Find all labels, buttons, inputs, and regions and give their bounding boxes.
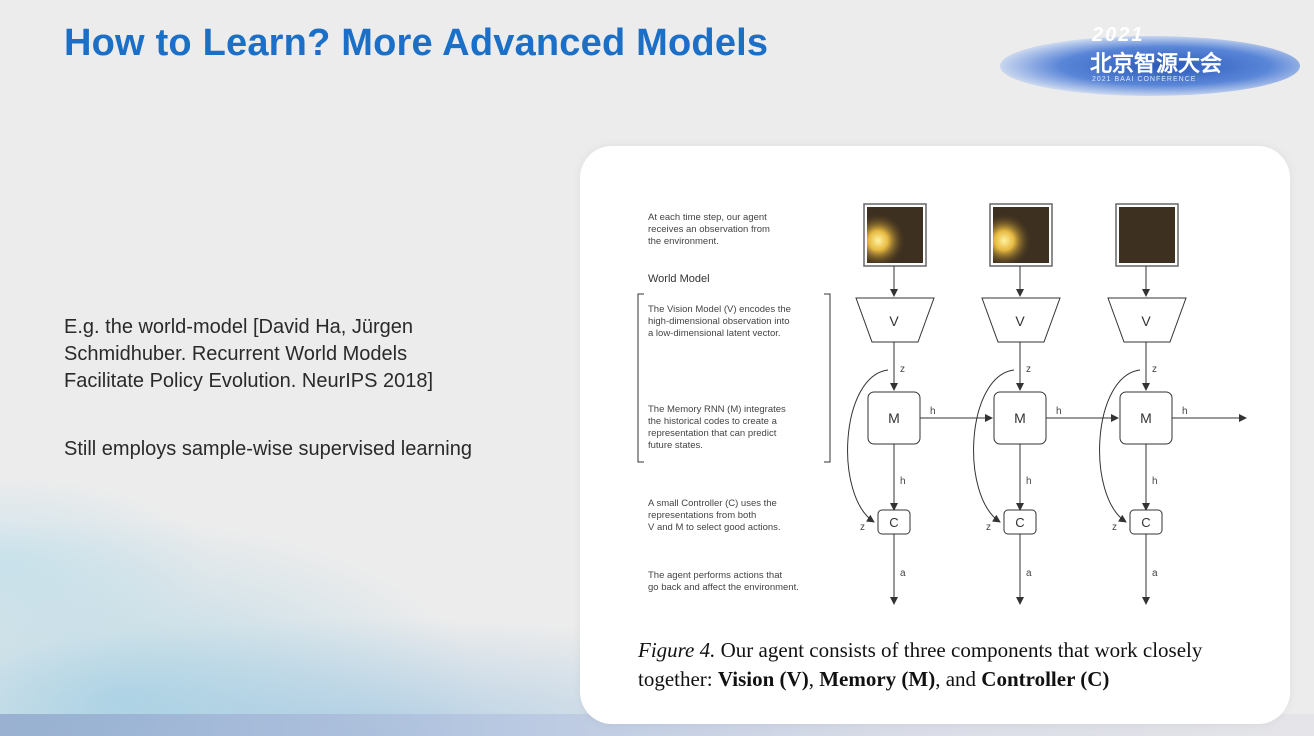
reference-paragraph: E.g. the world-model [David Ha, Jürgen S… — [64, 314, 433, 395]
timestep-column-2: V z M h h z C a — [973, 203, 1119, 605]
edge-z-label: z — [1026, 364, 1031, 375]
vision-node-label: V — [1141, 313, 1151, 329]
logo-name: 北京智源大会 — [1090, 51, 1223, 76]
caption-prefix: Figure 4. — [638, 638, 716, 662]
vision-text: The Vision Model (V) encodes the high-di… — [648, 304, 794, 339]
edge-h-label: h — [1152, 476, 1158, 487]
slide-title: How to Learn? More Advanced Models — [64, 22, 769, 64]
supervised-learning-note: Still employs sample-wise supervised lea… — [64, 438, 472, 460]
world-model-bracket-left — [637, 293, 644, 463]
memory-node-label: M — [888, 410, 900, 426]
caption-vision: Vision (V) — [717, 667, 809, 691]
vision-model-node — [855, 297, 935, 343]
reference-line: E.g. the world-model [David Ha, Jürgen — [64, 316, 414, 338]
edge-a-label: a — [1152, 568, 1158, 579]
edge-z-label: z — [900, 364, 905, 375]
actions-text: The agent performs actions that go back … — [648, 570, 799, 593]
caption-memory: Memory (M) — [819, 667, 936, 691]
edge-z-label: z — [1152, 364, 1157, 375]
vision-model-node — [1107, 297, 1187, 343]
memory-text: The Memory RNN (M) integrates the histor… — [648, 404, 788, 451]
edge-h-label: h — [1026, 476, 1032, 487]
observation-frame-image — [1119, 207, 1175, 263]
edge-a-label: a — [900, 568, 906, 579]
edge-z-label: z — [1112, 522, 1117, 533]
caption-separator: , and — [935, 667, 982, 691]
controller-node-label: C — [1141, 515, 1150, 530]
timestep-column-1: V z M h h z C a — [847, 203, 993, 605]
edge-h-label: h — [1056, 406, 1062, 417]
world-model-bracket-right — [824, 293, 831, 463]
reference-line: Facilitate Policy Evolution. NeurIPS 201… — [64, 370, 434, 392]
world-model-diagram: At each time step, our agent receives an… — [637, 203, 1247, 605]
edge-h-label: h — [900, 476, 906, 487]
figure-caption: Figure 4. Our agent consists of three co… — [638, 636, 1268, 694]
caption-separator: , — [808, 667, 820, 691]
vision-node-label: V — [889, 313, 899, 329]
controller-node-label: C — [1015, 515, 1024, 530]
logo-subtitle: 2021 BAAI CONFERENCE — [1092, 76, 1197, 83]
caption-text: Our agent consists of three components t… — [638, 638, 1203, 691]
figure-card: At each time step, our agent receives an… — [580, 146, 1290, 724]
memory-node-label: M — [1014, 410, 1026, 426]
edge-h-label: h — [1182, 406, 1188, 417]
caption-controller: Controller (C) — [981, 667, 1110, 691]
edge-h-label: h — [930, 406, 936, 417]
memory-node-label: M — [1140, 410, 1152, 426]
controller-text: A small Controller (C) uses the represen… — [648, 498, 781, 533]
vision-model-node — [981, 297, 1061, 343]
observation-text: At each time step, our agent receives an… — [648, 212, 773, 247]
controller-node-label: C — [889, 515, 898, 530]
edge-z-label: z — [860, 522, 865, 533]
world-model-label: World Model — [648, 273, 710, 285]
edge-a-label: a — [1026, 568, 1032, 579]
edge-z-label: z — [986, 522, 991, 533]
logo-year: 2021 — [1092, 24, 1145, 46]
reference-line: Schmidhuber. Recurrent World Models — [64, 343, 408, 365]
conference-logo: 2021 北京智源大会 2021 BAAI CONFERENCE — [1000, 18, 1300, 98]
vision-node-label: V — [1015, 313, 1025, 329]
timestep-column-3: V z M h h z C a — [1099, 203, 1247, 605]
logo-cloud-graphic — [1000, 36, 1300, 96]
